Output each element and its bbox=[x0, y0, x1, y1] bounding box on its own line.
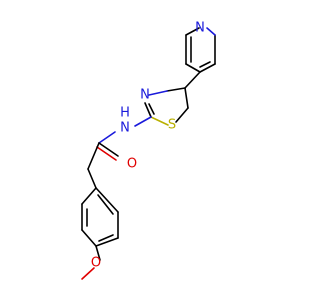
carbonyl-oxygen-label: O bbox=[127, 157, 137, 172]
bond-bz-1 bbox=[81, 187, 97, 205]
bond-thz-1 bbox=[166, 87, 186, 92]
bond-bz-inner-3 bbox=[97, 194, 114, 215]
atom-labels: N N S N H O O bbox=[91, 21, 205, 271]
molecule-diagram: N N S N H O O bbox=[81, 21, 216, 280]
bond-py-2 bbox=[185, 27, 200, 36]
thiazole-nitrogen-label: N bbox=[140, 88, 150, 103]
pyridine-nitrogen-label: N bbox=[195, 21, 205, 36]
bond-bz-3 bbox=[81, 229, 97, 247]
bond-thz-6 bbox=[144, 102, 152, 118]
bond-bz-6 bbox=[95, 187, 119, 213]
thiazole-ring bbox=[144, 87, 189, 126]
bond-bz-inner-2 bbox=[98, 234, 114, 242]
bond-thz-inner bbox=[148, 103, 155, 115]
amide-nitrogen-label: N bbox=[120, 121, 130, 136]
bond-thz-nh bbox=[134, 116, 152, 127]
bond-thz-3 bbox=[184, 87, 189, 109]
bond-ph-o bbox=[95, 245, 101, 261]
bond-nh-co bbox=[98, 131, 116, 144]
bond-thz-5 bbox=[150, 116, 169, 126]
molecule-structure: N N S N H O O bbox=[81, 21, 216, 280]
bond-co-ch2 bbox=[87, 142, 100, 170]
bond-py-thz bbox=[184, 71, 201, 89]
bond-thz-2 bbox=[148, 90, 168, 96]
bond-co-o-1 bbox=[98, 142, 119, 157]
benzene-ring bbox=[81, 187, 119, 247]
amide-group bbox=[87, 131, 119, 189]
methoxy-group bbox=[81, 245, 101, 280]
bond-py-5 bbox=[185, 63, 201, 73]
amide-hydrogen-label: H bbox=[120, 106, 130, 121]
bond-o-me bbox=[81, 267, 95, 280]
bond-thz-4 bbox=[175, 107, 189, 123]
thiazole-sulfur-label: S bbox=[168, 118, 176, 133]
bond-co-o-2 bbox=[96, 146, 117, 161]
bond-py-n bbox=[206, 27, 216, 36]
bond-ch2-ph bbox=[87, 168, 97, 189]
bond-py-inner-2 bbox=[199, 61, 211, 68]
methoxy-oxygen-label: O bbox=[91, 256, 101, 271]
bond-py-4 bbox=[199, 63, 216, 73]
pyridine-ring bbox=[185, 27, 216, 73]
bond-bz-4 bbox=[95, 237, 119, 247]
